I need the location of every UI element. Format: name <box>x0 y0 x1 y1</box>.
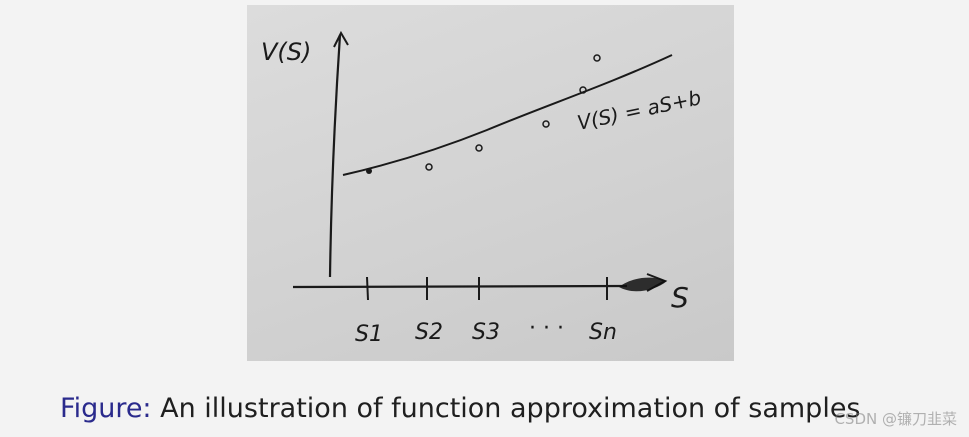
tick-label-sn: Sn <box>589 320 617 345</box>
line-equation-label: V(S) = aS+b <box>575 85 703 135</box>
tick-label-s1: S1 <box>355 322 383 347</box>
sample-point <box>542 120 550 128</box>
watermark: CSDN @镰刀韭菜 <box>834 410 957 428</box>
hand-drawn-sketch: V(S) S V(S) = aS+b S1 S2 S3 · · · Sn <box>261 30 703 347</box>
caption-label: Figure: <box>60 393 152 424</box>
ink-smudge <box>619 277 667 292</box>
caption-text: An illustration of function approximatio… <box>160 393 861 424</box>
x-axis-label: S <box>671 281 689 314</box>
sample-point <box>579 86 587 94</box>
y-axis-arrow <box>333 30 349 48</box>
sample-point <box>425 163 433 171</box>
sample-point <box>593 54 601 62</box>
sketch-photo: V(S) S V(S) = aS+b S1 S2 S3 · · · Sn <box>247 5 734 361</box>
x-axis <box>292 284 628 289</box>
sample-point <box>366 168 372 174</box>
tick-label-s2: S2 <box>415 320 443 345</box>
figure-caption: Figure: An illustration of function appr… <box>60 393 861 424</box>
y-axis <box>328 34 342 278</box>
tick-label-s3: S3 <box>472 320 500 345</box>
y-axis-label: V(S) <box>261 38 311 66</box>
tick-s1 <box>366 276 369 301</box>
tick-label-dots: · · · <box>529 316 564 341</box>
fitted-line <box>342 54 673 176</box>
sample-point <box>475 144 483 152</box>
